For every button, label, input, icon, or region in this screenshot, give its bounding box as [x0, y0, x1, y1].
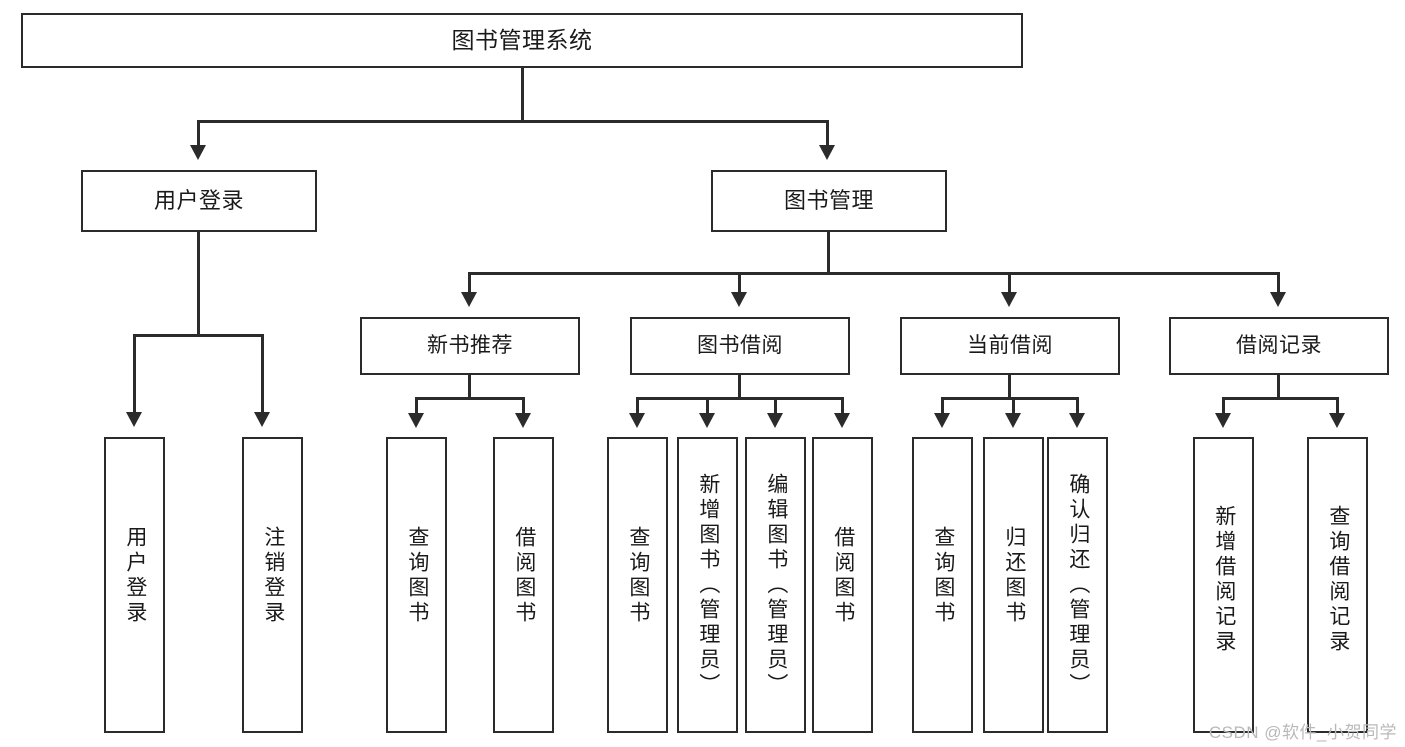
- node-label: 图书管理: [783, 188, 874, 214]
- node-label: 当前借阅: [967, 333, 1053, 357]
- node-label: 查询图书: [626, 525, 650, 626]
- arrowhead-to-leaf-query-record: [1329, 413, 1345, 428]
- node-new-book-recommend[interactable]: 新书推荐: [360, 317, 580, 375]
- arrowhead-to-leaf-borrow-book-2: [834, 413, 850, 428]
- node-label: 新书推荐: [427, 333, 513, 357]
- node-user-login[interactable]: 用户登录: [81, 170, 317, 232]
- arrowhead-to-current-borrow: [1001, 292, 1017, 307]
- node-book-management[interactable]: 图书管理: [711, 170, 947, 232]
- node-label: 新增图书（管理员）: [696, 473, 720, 699]
- connector-user-login-leg-1: [133, 334, 136, 414]
- leaf-query-book-borrow[interactable]: 查询图书: [607, 437, 668, 733]
- connector-new-book-leg-1: [415, 397, 418, 415]
- node-label: 借阅图书: [512, 525, 536, 626]
- arrowhead-to-book-manage: [819, 145, 835, 160]
- arrowhead-to-leaf-query-book-3: [934, 413, 950, 428]
- leaf-query-book-new[interactable]: 查询图书: [386, 437, 447, 733]
- node-label: 确认归还（管理员）: [1066, 473, 1090, 699]
- node-label: 用户登录: [123, 525, 147, 626]
- arrowhead-to-borrow-record: [1270, 292, 1286, 307]
- leaf-add-borrow-record[interactable]: 新增借阅记录: [1193, 437, 1254, 733]
- leaf-add-book-admin[interactable]: 新增图书（管理员）: [677, 437, 738, 733]
- arrowhead-to-book-borrow: [731, 292, 747, 307]
- connector-current-borrow-stem: [1008, 375, 1011, 399]
- node-label: 查询图书: [931, 525, 955, 626]
- connector-borrow-record-bus: [1222, 397, 1339, 400]
- arrowhead-to-user-login: [190, 145, 206, 160]
- connector-new-book-stem: [468, 375, 471, 399]
- connector-root-bus: [197, 120, 829, 123]
- node-book-borrow[interactable]: 图书借阅: [630, 317, 850, 375]
- arrowhead-to-leaf-query-book-2: [629, 413, 645, 428]
- connector-book-borrow-stem: [738, 375, 741, 399]
- connector-book-borrow-bus: [636, 397, 844, 400]
- connector-user-login-bus: [133, 334, 264, 337]
- arrowhead-to-new-book: [461, 292, 477, 307]
- connector-new-book-leg-2: [522, 397, 525, 415]
- connector-book-manage-leg-2: [738, 272, 741, 294]
- leaf-user-login[interactable]: 用户登录: [104, 437, 165, 733]
- connector-root-leg-right: [826, 120, 829, 147]
- connector-user-login-stem: [197, 232, 200, 336]
- leaf-logout[interactable]: 注销登录: [242, 437, 303, 733]
- arrowhead-to-leaf-user-login: [126, 412, 142, 427]
- connector-current-borrow-leg-3: [1076, 397, 1079, 415]
- node-current-borrow[interactable]: 当前借阅: [900, 317, 1120, 375]
- connector-book-manage-leg-1: [468, 272, 471, 294]
- connector-root-leg-left: [197, 120, 200, 147]
- connector-book-manage-bus: [468, 272, 1280, 275]
- connector-borrow-record-leg-1: [1222, 397, 1225, 415]
- connector-root-stem: [521, 68, 524, 122]
- connector-book-borrow-leg-3: [774, 397, 777, 415]
- arrowhead-to-leaf-confirm-return: [1069, 413, 1085, 428]
- arrowhead-to-leaf-add-record: [1215, 413, 1231, 428]
- node-label: 借阅图书: [831, 525, 855, 626]
- node-borrow-record[interactable]: 借阅记录: [1169, 317, 1389, 375]
- arrowhead-to-leaf-return-book: [1005, 413, 1021, 428]
- connector-current-borrow-leg-1: [941, 397, 944, 415]
- arrowhead-to-leaf-edit-book: [767, 413, 783, 428]
- node-label: 归还图书: [1002, 525, 1026, 626]
- connector-borrow-record-leg-2: [1336, 397, 1339, 415]
- connector-book-manage-stem: [827, 232, 830, 274]
- leaf-borrow-book[interactable]: 借阅图书: [812, 437, 873, 733]
- node-label: 新增借阅记录: [1212, 504, 1236, 655]
- connector-borrow-record-stem: [1277, 375, 1280, 399]
- node-label: 编辑图书（管理员）: [764, 473, 788, 699]
- arrowhead-to-leaf-add-book: [699, 413, 715, 428]
- leaf-query-book-current[interactable]: 查询图书: [912, 437, 973, 733]
- node-label: 图书管理系统: [451, 27, 593, 54]
- connector-new-book-bus: [415, 397, 525, 400]
- connector-user-login-leg-2: [261, 334, 264, 414]
- connector-current-borrow-bus: [941, 397, 1078, 400]
- arrowhead-to-leaf-query-book-1: [408, 413, 424, 428]
- connector-book-manage-leg-3: [1008, 272, 1011, 294]
- node-label: 用户登录: [153, 188, 244, 214]
- node-label: 查询图书: [405, 525, 429, 626]
- connector-book-borrow-leg-4: [841, 397, 844, 415]
- node-label: 查询借阅记录: [1326, 504, 1350, 655]
- leaf-borrow-book-new[interactable]: 借阅图书: [493, 437, 554, 733]
- leaf-query-borrow-record[interactable]: 查询借阅记录: [1307, 437, 1368, 733]
- node-root-system[interactable]: 图书管理系统: [21, 13, 1023, 68]
- arrowhead-to-leaf-borrow-book-1: [515, 413, 531, 428]
- leaf-return-book[interactable]: 归还图书: [983, 437, 1044, 733]
- connector-current-borrow-leg-2: [1012, 397, 1015, 415]
- node-label: 借阅记录: [1236, 333, 1322, 357]
- node-label: 图书借阅: [697, 333, 783, 357]
- leaf-confirm-return-admin[interactable]: 确认归还（管理员）: [1047, 437, 1108, 733]
- leaf-edit-book-admin[interactable]: 编辑图书（管理员）: [745, 437, 806, 733]
- arrowhead-to-leaf-logout: [254, 412, 270, 427]
- node-label: 注销登录: [261, 525, 285, 626]
- connector-book-manage-leg-4: [1277, 272, 1280, 294]
- connector-book-borrow-leg-2: [706, 397, 709, 415]
- connector-book-borrow-leg-1: [636, 397, 639, 415]
- watermark: CSDN @软件_小贺同学: [1208, 723, 1397, 742]
